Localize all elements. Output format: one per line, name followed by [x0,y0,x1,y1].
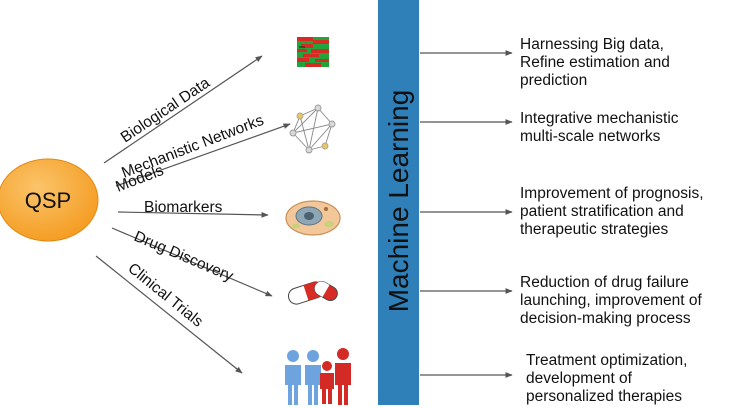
label-biomarkers: Biomarkers [144,199,223,216]
outcome-line: launching, improvement of [520,292,702,309]
outcome-prognosis: Improvement of prognosis, patient strati… [520,185,704,239]
outcome-networks: Integrative mechanistic multi-scale netw… [520,110,679,146]
outcome-treatment: Treatment optimization, development of p… [526,352,687,406]
qsp-node: QSP [0,158,99,242]
network-icon [289,104,336,154]
outcome-line: Reduction of drug failure [520,274,689,291]
outcome-line: Integrative mechanistic [520,110,679,127]
machine-learning-bar: Machine Learning [378,0,419,405]
outcome-line: decision-making process [520,310,691,327]
pill-icon [287,281,338,305]
heatmap-icon [297,37,329,67]
outcome-line: personalized therapies [526,388,682,405]
outcome-line: development of [526,370,632,387]
arrow-mechanistic-networks [115,123,291,187]
outcome-line: multi-scale networks [520,128,661,145]
outcome-line: Treatment optimization, [526,352,688,369]
arrow-clinical-trials [95,255,243,374]
qsp-label: QSP [25,188,71,213]
arrow-drug-discovery [111,227,273,297]
outcome-drug-failure: Reduction of drug failure launching, imp… [520,274,702,328]
arrow-biomarkers [117,211,269,218]
outcome-line: Refine estimation and [520,54,670,71]
outcome-line: therapeutic strategies [520,221,669,238]
cell-icon [285,200,341,236]
outcome-line: patient stratification and [520,203,684,220]
label-clinical-trials: Clinical Trials [124,260,206,331]
outcome-big-data: Harnessing Big data, Refine estimation a… [520,36,670,90]
outcome-line: Improvement of prognosis, [520,185,704,202]
arrow-biological-data [103,55,263,164]
patients-icon [285,348,351,405]
machine-learning-label: Machine Learning [383,90,414,313]
outcome-line: prediction [520,72,588,89]
outcome-line: Harnessing Big data, [520,36,664,53]
